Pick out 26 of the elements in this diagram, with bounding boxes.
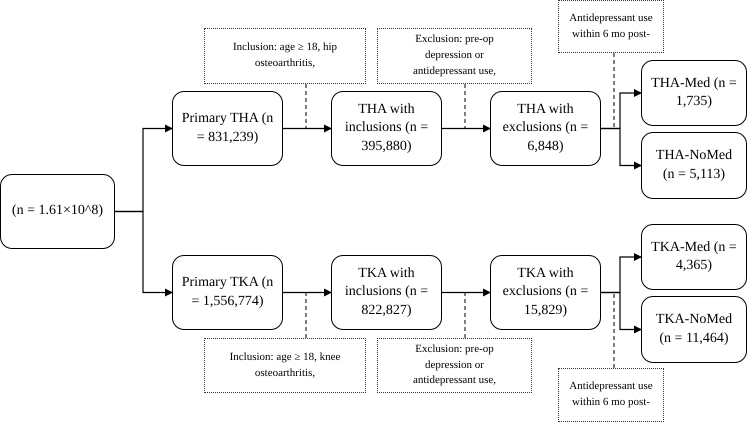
arrow <box>283 124 332 132</box>
arrow <box>283 288 332 296</box>
start-box: (n = 1.61×10^8) <box>0 174 115 249</box>
criteria-note: Inclusion: age ≥ 18, knee osteoarthritis, <box>204 338 366 393</box>
process-box: THA-NoMed (n = 5,113) <box>641 132 747 199</box>
arrow <box>442 288 491 296</box>
arrow <box>115 210 173 296</box>
criteria-note: Antidepressant use within 6 mo post- <box>558 368 664 422</box>
process-box: THA with exclusions (n = 6,848) <box>490 91 601 166</box>
criteria-note: Antidepressant use within 6 mo post- <box>558 0 664 53</box>
process-box: TKA-NoMed (n = 11,464) <box>641 296 747 363</box>
criteria-note: Exclusion: pre-op depression or antidepressant use, <box>377 28 532 84</box>
process-box: Primary TKA (n = 1,556,774) <box>172 255 283 330</box>
criteria-note: Exclusion: pre-op depression or antidepressant use, <box>377 338 532 393</box>
process-box: THA-Med (n = 1,735) <box>641 60 747 126</box>
leader-line <box>464 84 466 130</box>
arrow <box>601 292 642 334</box>
criteria-note: Inclusion: age ≥ 18, hip osteoarthritis, <box>204 28 366 84</box>
process-box: TKA with exclusions (n = 15,829) <box>490 255 601 330</box>
process-box: Primary THA (n = 831,239) <box>172 91 283 166</box>
arrow <box>601 128 642 170</box>
leader-line <box>464 292 466 338</box>
process-box: TKA with inclusions (n = 822,827) <box>331 255 442 330</box>
process-box: TKA-Med (n = 4,365) <box>641 224 747 290</box>
arrow <box>442 124 491 132</box>
process-box: THA with inclusions (n = 395,880) <box>331 91 442 166</box>
